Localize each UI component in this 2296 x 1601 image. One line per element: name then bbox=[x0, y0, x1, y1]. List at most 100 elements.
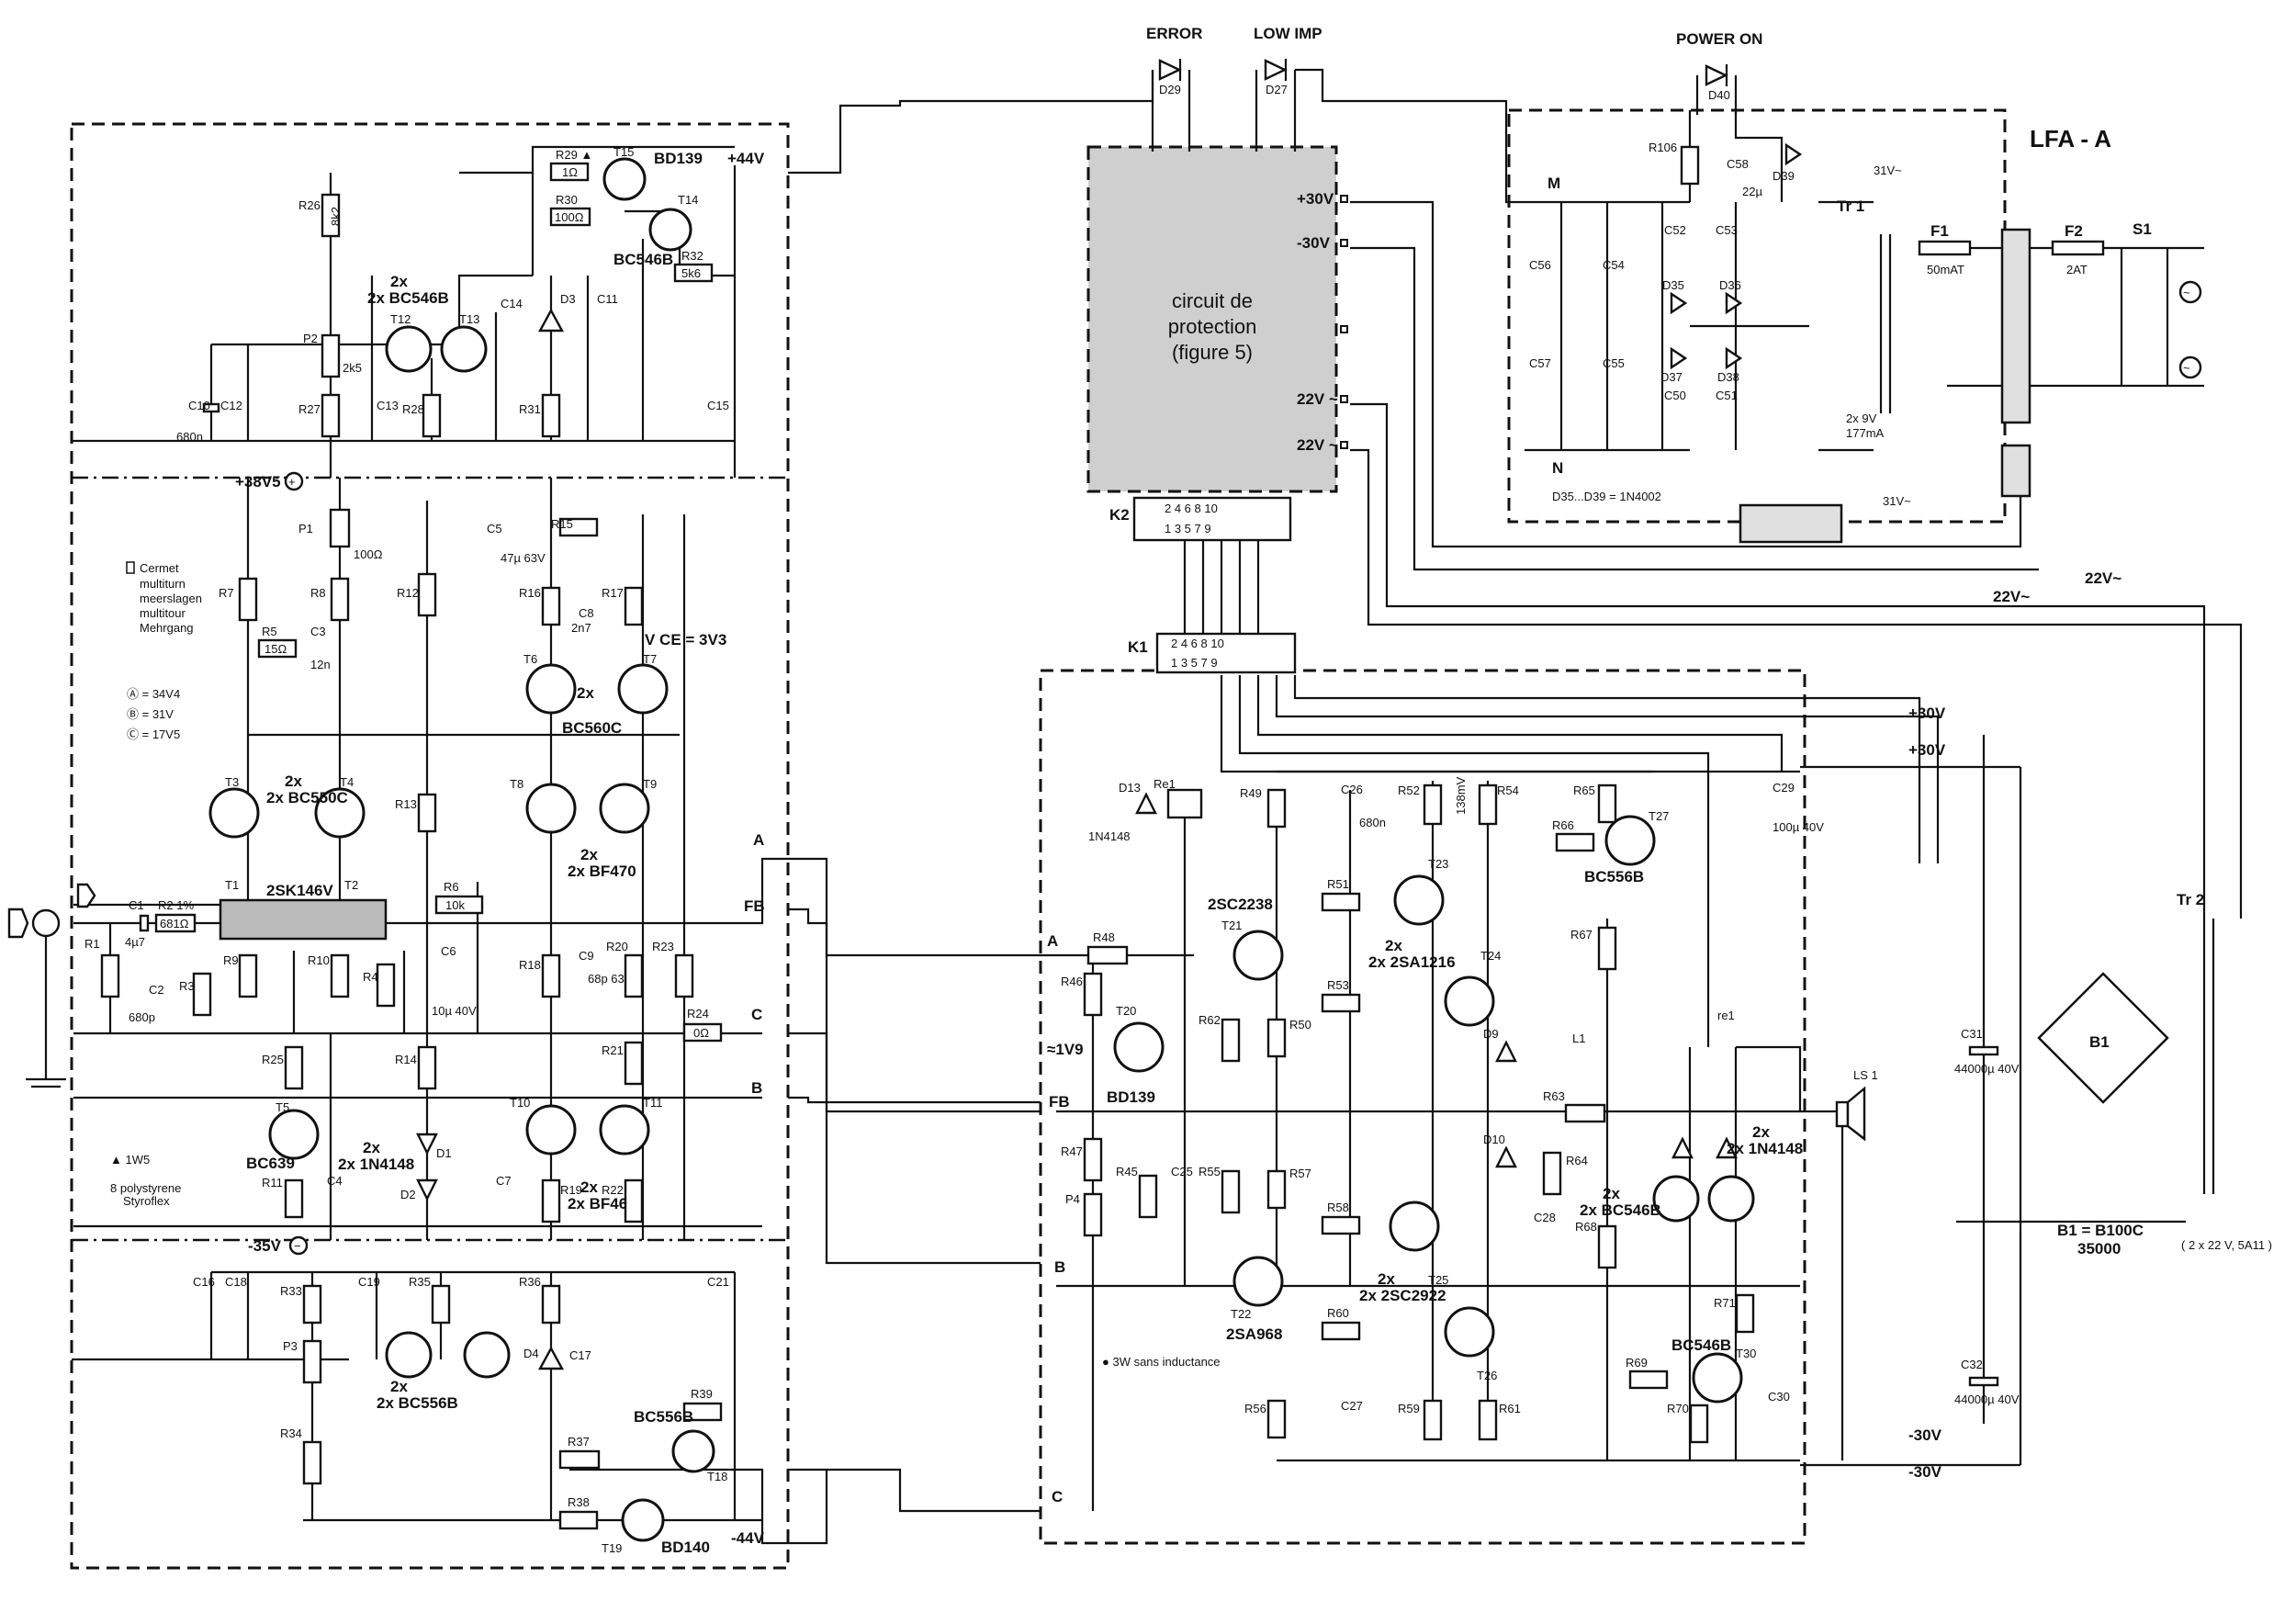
R71 bbox=[1735, 1293, 1755, 1334]
svg-text:2x 2SC2922: 2x 2SC2922 bbox=[1359, 1287, 1446, 1304]
R62 bbox=[1221, 1018, 1241, 1063]
svg-text:100Ω: 100Ω bbox=[555, 210, 584, 224]
svg-text:2AT: 2AT bbox=[2066, 263, 2088, 276]
svg-text:2x BC546B: 2x BC546B bbox=[367, 289, 449, 307]
svg-text:C50: C50 bbox=[1664, 389, 1686, 402]
R59 bbox=[1423, 1399, 1443, 1441]
T26 bbox=[1444, 1306, 1495, 1358]
R53 bbox=[1321, 993, 1361, 1013]
P4 bbox=[1083, 1192, 1103, 1237]
T10 bbox=[525, 1104, 577, 1156]
svg-text:C55: C55 bbox=[1603, 356, 1625, 370]
svg-text:2x: 2x bbox=[285, 772, 302, 790]
svg-text:R38: R38 bbox=[568, 1495, 590, 1509]
T22 bbox=[1232, 1256, 1284, 1307]
output-stage-board bbox=[1039, 669, 1806, 1545]
R28 bbox=[422, 393, 442, 438]
svg-text:2SC2238: 2SC2238 bbox=[1208, 896, 1273, 913]
svg-text:C1: C1 bbox=[129, 898, 144, 912]
svg-text:T3: T3 bbox=[225, 775, 239, 789]
svg-text:8k2: 8k2 bbox=[329, 207, 343, 226]
svg-text:C14: C14 bbox=[501, 297, 523, 310]
svg-text:T7: T7 bbox=[643, 652, 657, 666]
protection-line1: circuit de bbox=[1172, 289, 1253, 312]
R2 bbox=[154, 913, 197, 933]
svg-text:B: B bbox=[1054, 1258, 1065, 1276]
svg-text:Ⓑ = 31V: Ⓑ = 31V bbox=[127, 707, 174, 721]
R106 bbox=[1680, 145, 1700, 186]
svg-text:Ⓐ = 34V4: Ⓐ = 34V4 bbox=[127, 687, 180, 701]
svg-text:C13: C13 bbox=[377, 399, 399, 412]
svg-text:C9: C9 bbox=[579, 949, 594, 963]
R47 bbox=[1083, 1137, 1103, 1182]
svg-text:R71: R71 bbox=[1714, 1296, 1736, 1310]
R48 bbox=[1086, 945, 1129, 965]
T27 bbox=[1604, 815, 1656, 866]
svg-text:D2: D2 bbox=[400, 1188, 416, 1201]
svg-text:T15: T15 bbox=[613, 145, 634, 159]
svg-text:R6: R6 bbox=[444, 880, 459, 894]
svg-text:T2: T2 bbox=[344, 878, 358, 892]
board-edge-nodes: A FB C B bbox=[744, 831, 1041, 1513]
svg-text:R5: R5 bbox=[262, 625, 277, 638]
svg-text:V CE = 3V3: V CE = 3V3 bbox=[645, 631, 726, 648]
R65 bbox=[1597, 784, 1617, 824]
R27 bbox=[321, 393, 341, 438]
svg-text:C15: C15 bbox=[707, 399, 729, 412]
svg-text:C56: C56 bbox=[1529, 258, 1551, 272]
rail-m30b: -30V bbox=[1908, 1463, 1942, 1481]
svg-text:2n7: 2n7 bbox=[571, 621, 591, 635]
svg-text:R31: R31 bbox=[519, 402, 541, 416]
svg-text:FB: FB bbox=[744, 897, 765, 915]
R39 bbox=[682, 1402, 723, 1422]
svg-text:T10: T10 bbox=[510, 1096, 530, 1110]
svg-text:C11: C11 bbox=[597, 292, 618, 306]
svg-text:R2 1%: R2 1% bbox=[158, 898, 194, 912]
svg-text:M: M bbox=[1548, 175, 1560, 192]
svg-text:D9: D9 bbox=[1483, 1027, 1499, 1041]
title-lfa-a: LFA - A bbox=[2030, 125, 2111, 152]
Re1 bbox=[1166, 788, 1203, 819]
svg-text:22V~: 22V~ bbox=[2085, 569, 2122, 587]
svg-text:Cermet: Cermet bbox=[140, 561, 179, 575]
svg-text:+: + bbox=[288, 475, 296, 489]
svg-text:177mA: 177mA bbox=[1846, 426, 1885, 440]
C10 bbox=[202, 402, 220, 413]
prot-pin-p30: +30V bbox=[1297, 190, 1334, 208]
svg-text:D35: D35 bbox=[1662, 278, 1684, 292]
R16 bbox=[541, 586, 561, 626]
svg-text:B1: B1 bbox=[2089, 1033, 2110, 1051]
svg-text:C30: C30 bbox=[1768, 1390, 1790, 1404]
R30 bbox=[549, 207, 591, 227]
connectors: K2 2 4 6 8 10 1 3 5 7 9 K1 2 4 6 8 10 1 … bbox=[1109, 496, 1297, 674]
svg-text:R45: R45 bbox=[1116, 1165, 1138, 1178]
F2 bbox=[2051, 240, 2105, 256]
svg-text:68p 63V: 68p 63V bbox=[588, 972, 633, 986]
svg-text:meerslagen: meerslagen bbox=[140, 592, 202, 605]
R52 bbox=[1423, 784, 1443, 826]
F1 bbox=[1918, 240, 1972, 256]
svg-text:BC556B: BC556B bbox=[634, 1408, 693, 1426]
R66 bbox=[1555, 832, 1595, 852]
svg-text:2x: 2x bbox=[1378, 1270, 1395, 1288]
svg-text:T24: T24 bbox=[1480, 949, 1501, 963]
svg-text:R63: R63 bbox=[1543, 1089, 1565, 1103]
svg-text:S1: S1 bbox=[2133, 220, 2152, 238]
R8 bbox=[330, 577, 350, 622]
R20 bbox=[624, 953, 644, 998]
svg-text:Ⓒ = 17V5: Ⓒ = 17V5 bbox=[127, 727, 180, 741]
T29 bbox=[1707, 1175, 1755, 1223]
T7 bbox=[617, 663, 669, 715]
svg-text:R64: R64 bbox=[1566, 1154, 1588, 1167]
B1 bbox=[2037, 972, 2169, 1104]
svg-text:R46: R46 bbox=[1061, 975, 1083, 988]
svg-text:12n: 12n bbox=[310, 658, 331, 671]
svg-text:T14: T14 bbox=[678, 193, 698, 207]
svg-text:D3: D3 bbox=[560, 292, 576, 306]
R63 bbox=[1564, 1103, 1606, 1123]
svg-text:R4: R4 bbox=[363, 970, 378, 984]
D4 bbox=[537, 1346, 565, 1370]
svg-text:R22: R22 bbox=[602, 1183, 624, 1197]
svg-text:R52: R52 bbox=[1398, 784, 1420, 797]
